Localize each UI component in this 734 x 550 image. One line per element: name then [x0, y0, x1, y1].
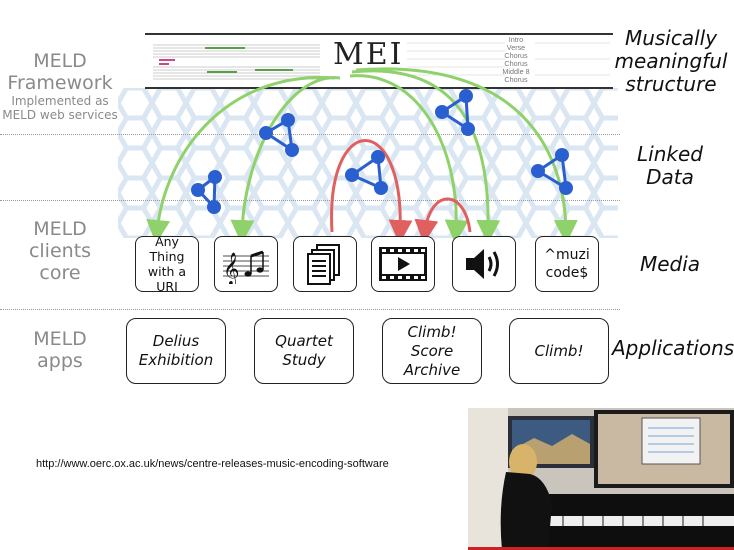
section-list: Intro Verse Chorus Chorus Middle 8 Choru…: [499, 35, 533, 85]
framework-title: MELD: [33, 50, 87, 72]
muzicode-text: ^muzi code$: [544, 246, 589, 282]
structure-line-3: structure: [625, 72, 717, 96]
clients-line-2: clients: [28, 240, 92, 262]
apps-label: MELD apps: [0, 328, 120, 372]
media-audio: [452, 236, 516, 292]
linked-line-2: Data: [646, 165, 694, 189]
red-arrow: [330, 139, 413, 244]
separator-line: [0, 309, 620, 310]
structure-label: Musically meaningful structure: [612, 27, 730, 96]
app-label-line: Exhibition: [138, 351, 214, 369]
green-arrow: [355, 67, 578, 244]
app-label-line: Study: [282, 351, 326, 369]
muzicode-line: ^muzi: [544, 247, 590, 263]
any-uri-text: Any Thing with a URI: [148, 234, 186, 294]
green-arrow: [230, 76, 341, 244]
clients-label: MELD clients core: [0, 218, 120, 284]
section-label: Intro: [508, 35, 524, 44]
svg-text:𝄞: 𝄞: [223, 252, 240, 284]
app-label: Climb!: [535, 342, 584, 361]
separator-line: [0, 134, 620, 135]
app-climb: Climb!: [509, 318, 609, 384]
framework-label: MELD Framework Implemented as MELD web s…: [0, 50, 120, 122]
app-quartet-study: Quartet Study: [254, 318, 354, 384]
linked-data-node-icon: [191, 170, 222, 214]
media-video: [371, 236, 435, 292]
green-arrow: [146, 75, 336, 244]
app-climb-score-archive: Climb! Score Archive: [382, 318, 482, 384]
structure-line-2: meaningful: [614, 49, 728, 73]
muzicode-line: code$: [545, 265, 589, 281]
linked-data-node-icon: [531, 148, 573, 195]
app-label: Climb! Score Archive: [404, 323, 460, 380]
any-uri-line: URI: [156, 279, 178, 294]
section-label: Chorus: [504, 75, 528, 85]
score-strip: MEI Intro Verse Chorus Chorus Middle 8 C…: [145, 33, 613, 89]
app-label-line: Archive: [403, 360, 461, 379]
app-label-line: Climb!: [407, 322, 457, 341]
green-arrow: [349, 74, 469, 244]
linked-data-node-icon: [259, 113, 299, 157]
any-uri-line: with a: [147, 264, 187, 279]
section-label: Middle 8: [502, 67, 530, 77]
music-notes-icon: 𝄞: [223, 250, 269, 284]
linked-data-node-icon: [435, 89, 475, 136]
apps-line-2: apps: [37, 350, 83, 372]
mei-logo: MEI: [333, 37, 404, 72]
linked-data-node-icon: [345, 150, 388, 195]
applications-label: Applications: [612, 336, 734, 360]
media-muzicode: ^muzi code$: [535, 236, 599, 292]
framework-subtitle-1: Implemented as: [11, 94, 109, 108]
performance-photo: [468, 408, 734, 550]
document-stack-icon: [307, 244, 340, 285]
media-any-uri: Any Thing with a URI: [135, 234, 199, 294]
media-document: [293, 236, 357, 292]
app-label-line: Quartet: [275, 332, 333, 350]
section-label: Verse: [506, 43, 526, 53]
framework-subtitle-2: MELD web services: [2, 108, 118, 122]
red-arrow: [414, 197, 472, 244]
green-arrow: [351, 69, 501, 244]
app-label: Quartet Study: [275, 332, 333, 370]
section-label: Chorus: [504, 59, 528, 69]
speaker-icon: [466, 249, 499, 279]
app-label-line: Climb!: [534, 341, 584, 360]
section-label: Chorus: [504, 51, 528, 61]
clients-line-1: MELD: [33, 218, 87, 240]
apps-line-1: MELD: [33, 328, 87, 350]
linked-line-1: Linked: [637, 142, 703, 166]
structure-line-1: Musically: [624, 26, 718, 50]
media-score: 𝄞: [214, 236, 278, 292]
video-play-icon: [379, 247, 427, 281]
app-label-line: Delius: [152, 332, 200, 350]
media-label: Media: [639, 252, 701, 276]
app-label: Delius Exhibition: [139, 332, 213, 370]
app-delius-exhibition: Delius Exhibition: [126, 318, 226, 384]
framework-title-2: Framework: [7, 72, 113, 94]
separator-line: [0, 200, 620, 201]
clients-line-3: core: [39, 262, 81, 284]
any-uri-line: Any: [155, 234, 179, 249]
linked-data-label: Linked Data: [622, 143, 718, 189]
app-label-line: Score: [410, 341, 454, 360]
source-url: http://www.oerc.ox.ac.uk/news/centre-rel…: [36, 458, 389, 470]
any-uri-line: Thing: [149, 249, 185, 264]
